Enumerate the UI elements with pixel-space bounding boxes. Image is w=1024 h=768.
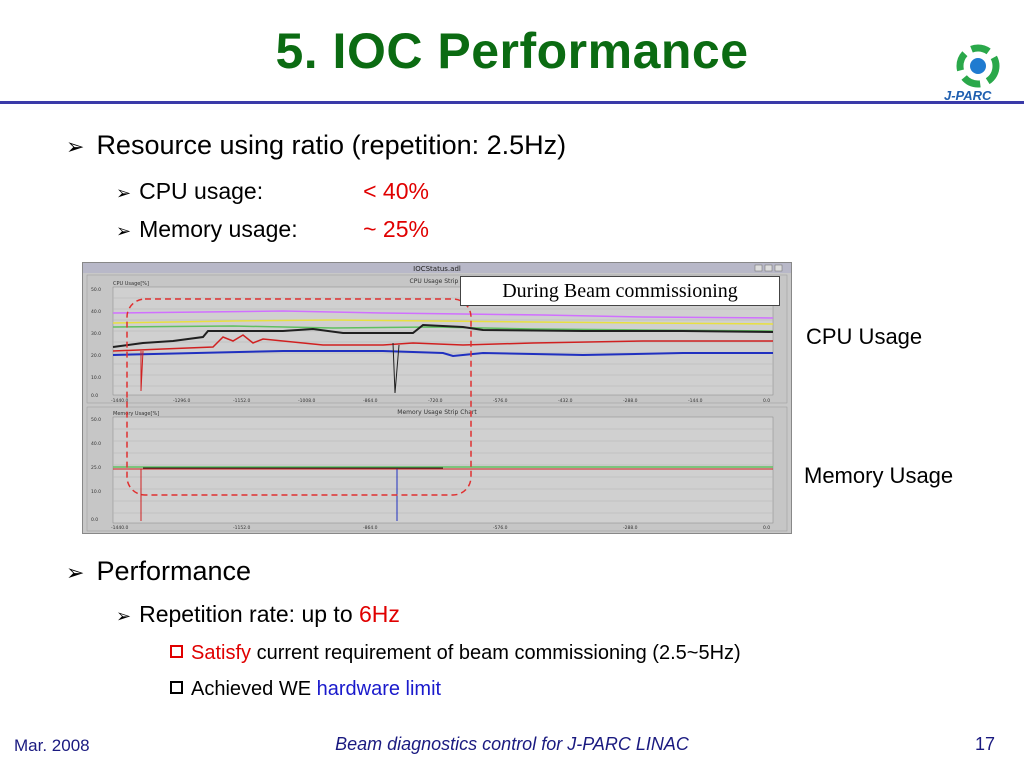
commissioning-callout: During Beam commissioning	[460, 276, 780, 306]
svg-text:-1008.0: -1008.0	[298, 398, 316, 404]
ioc-status-screenshot: IOCStatus.adl CPU Usage Strip C CPU Usag…	[82, 262, 792, 534]
svg-text:-1440.0: -1440.0	[111, 398, 129, 404]
svg-text:J-PARC: J-PARC	[944, 88, 992, 103]
cpu-chart-title: CPU Usage Strip C	[410, 278, 465, 285]
svg-text:50.0: 50.0	[91, 417, 101, 423]
page-number: 17	[975, 734, 996, 754]
svg-text:40.0: 40.0	[91, 309, 101, 315]
svg-text:-288.0: -288.0	[623, 525, 638, 531]
memory-chart-title: Memory Usage Strip Chart	[397, 409, 477, 416]
window-title: IOCStatus.adl	[413, 265, 461, 273]
bullet-achieved-highlight: hardware limit	[316, 678, 442, 700]
footer-title: Beam diagnostics control for J-PARC LINA…	[335, 734, 689, 754]
svg-text:-864.0: -864.0	[363, 525, 378, 531]
bullet-resource: ➢ Resource using ratio (repetition: 2.5H…	[66, 130, 566, 161]
arrow-bullet-icon: ➢	[66, 135, 85, 160]
svg-text:20.0: 20.0	[91, 353, 101, 359]
footer-date: Mar. 2008	[14, 736, 90, 755]
svg-text:0.0: 0.0	[763, 398, 770, 404]
bullet-memory: ➢ Memory usage: ~ 25%	[116, 216, 429, 243]
arrow-bullet-icon: ➢	[66, 561, 85, 586]
j-parc-logo: J-PARC	[944, 44, 1000, 103]
svg-text:-576.0: -576.0	[493, 398, 508, 404]
svg-text:0.0: 0.0	[91, 393, 98, 399]
svg-text:50.0: 50.0	[91, 287, 101, 293]
cpu-panel-label: CPU Usage[%]	[113, 281, 149, 287]
square-bullet-icon	[170, 681, 183, 694]
svg-text:-1296.0: -1296.0	[173, 398, 191, 404]
svg-text:-720.0: -720.0	[428, 398, 443, 404]
svg-text:0.0: 0.0	[91, 517, 98, 523]
bullet-performance: ➢ Performance	[66, 556, 251, 587]
svg-text:-144.0: -144.0	[688, 398, 703, 404]
arrow-bullet-icon: ➢	[116, 183, 132, 204]
arrow-bullet-icon: ➢	[116, 606, 132, 627]
svg-text:-432.0: -432.0	[558, 398, 573, 404]
svg-text:-1152.0: -1152.0	[233, 398, 251, 404]
bullet-satisfy-text: current requirement of beam commissionin…	[251, 642, 741, 664]
square-bullet-icon	[170, 645, 183, 658]
svg-text:-288.0: -288.0	[623, 398, 638, 404]
title-rule	[0, 101, 1024, 104]
svg-text:0.0: 0.0	[763, 525, 770, 531]
svg-text:25.0: 25.0	[91, 465, 101, 471]
svg-text:-1152.0: -1152.0	[233, 525, 251, 531]
svg-text:-864.0: -864.0	[363, 398, 378, 404]
bullet-satisfy-highlight: Satisfy	[191, 642, 252, 664]
bullet-memory-value: ~ 25%	[363, 216, 429, 242]
bullet-repetition-value: 6Hz	[359, 601, 400, 627]
svg-text:30.0: 30.0	[91, 331, 101, 337]
bullet-cpu-value: < 40%	[363, 178, 429, 204]
bullet-cpu: ➢ CPU usage: < 40%	[116, 178, 429, 205]
svg-text:10.0: 10.0	[91, 375, 101, 381]
memory-panel-label: Memory Usage[%]	[113, 411, 159, 417]
arrow-bullet-icon: ➢	[116, 221, 132, 242]
bullet-achieved: Achieved WE hardware limit	[170, 678, 441, 701]
svg-text:-576.0: -576.0	[493, 525, 508, 531]
svg-text:10.0: 10.0	[91, 489, 101, 495]
svg-text:40.0: 40.0	[91, 441, 101, 447]
bullet-repetition-label: Repetition rate: up to	[139, 601, 360, 627]
bullet-cpu-label: CPU usage:	[139, 178, 264, 204]
bullet-memory-label: Memory usage:	[139, 216, 298, 242]
bullet-achieved-text: Achieved WE	[191, 678, 317, 700]
commissioning-highlight	[126, 298, 472, 496]
cpu-usage-side-label: CPU Usage	[806, 324, 923, 349]
memory-usage-side-label: Memory Usage	[804, 463, 954, 488]
bullet-resource-text: Resource using ratio (repetition: 2.5Hz)	[96, 130, 567, 160]
svg-text:-1440.0: -1440.0	[111, 525, 129, 531]
bullet-repetition: ➢ Repetition rate: up to 6Hz	[116, 601, 400, 628]
bullet-satisfy: Satisfy current requirement of beam comm…	[170, 642, 741, 665]
bullet-performance-text: Performance	[96, 556, 252, 586]
slide-title: 5. IOC Performance	[275, 23, 749, 79]
